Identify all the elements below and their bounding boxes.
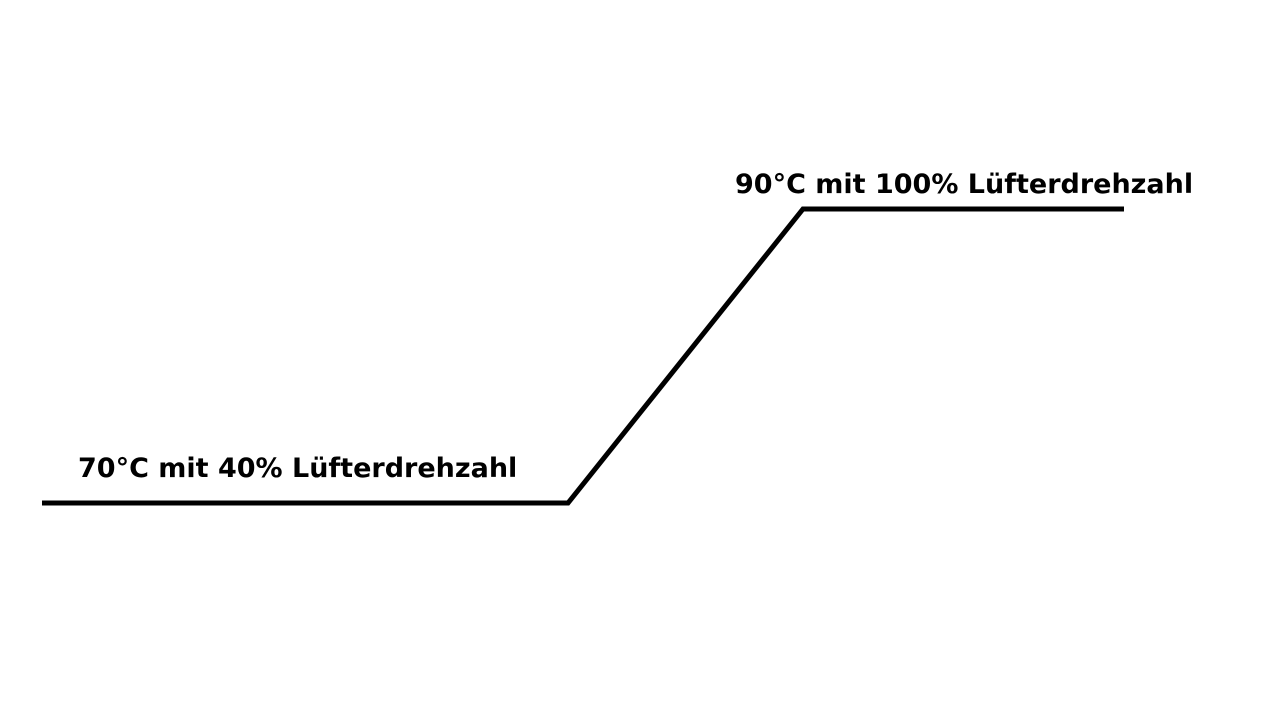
high-point-label: 90°C mit 100% Lüfterdrehzahl — [735, 169, 1193, 200]
low-point-label: 70°C mit 40% Lüfterdrehzahl — [78, 453, 517, 484]
fan-curve-line — [42, 206, 1124, 506]
